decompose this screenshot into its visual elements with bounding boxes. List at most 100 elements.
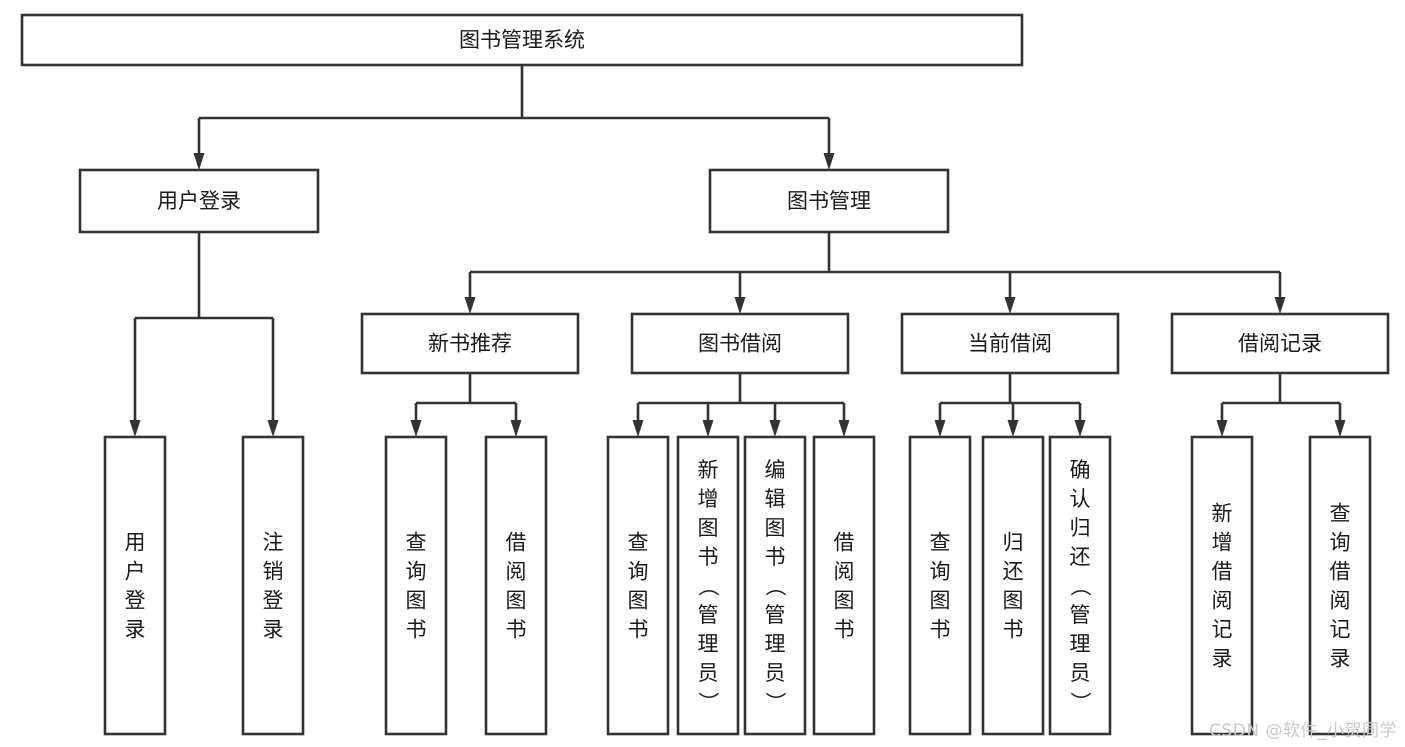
node-label-leaf-borrow-book-2-char-1: 阅 xyxy=(834,560,855,584)
arrowhead xyxy=(734,297,746,314)
node-boxes-group: 图书管理系统用户登录图书管理新书推荐图书借阅当前借阅借阅记录用户登录注销登录查询… xyxy=(20,13,1390,736)
node-box-new-book-recommend xyxy=(360,312,580,375)
node-label-leaf-edit-book-char-6: 理 xyxy=(765,632,786,656)
node-label-leaf-borrow-book-1-char-0: 借 xyxy=(506,531,527,555)
node-box-leaf-edit-book xyxy=(743,435,807,736)
node-label-leaf-query-record-char-5: 录 xyxy=(1330,647,1351,671)
node-label-new-book-recommend: 新书推荐 xyxy=(428,332,512,356)
node-label-leaf-confirm-return-char-0: 确 xyxy=(1070,458,1091,482)
arrowhead xyxy=(1074,420,1086,437)
node-label-leaf-edit-book-char-4: （ xyxy=(763,576,787,597)
node-label-leaf-borrow-book-2-char-0: 借 xyxy=(834,531,855,555)
node-label-leaf-query-book-3-char-1: 询 xyxy=(930,560,951,584)
arrowhead xyxy=(1216,420,1228,437)
node-label-leaf-query-book-3-char-2: 图 xyxy=(930,589,951,613)
node-label-leaf-edit-book-char-2: 图 xyxy=(765,516,786,540)
node-label-leaf-confirm-return-char-5: 管 xyxy=(1070,603,1091,627)
arrowhead xyxy=(193,153,205,170)
node-label-leaf-query-book-3-char-3: 书 xyxy=(930,618,951,642)
node-label-leaf-query-book-1-char-0: 查 xyxy=(406,531,427,555)
node-label-leaf-user-logout-char-0: 注 xyxy=(263,531,284,555)
node-label-leaf-query-book-3-char-0: 查 xyxy=(930,531,951,555)
node-label-leaf-return-book-char-0: 归 xyxy=(1003,531,1024,555)
node-box-root xyxy=(20,13,1024,67)
node-book-borrow: 图书借阅 xyxy=(630,312,850,375)
arrowhead xyxy=(838,420,850,437)
node-label-leaf-user-logout-char-2: 登 xyxy=(263,589,284,613)
connector-lines-group xyxy=(129,65,1346,437)
node-label-leaf-confirm-return-char-3: 还 xyxy=(1070,545,1091,569)
csdn-watermark: CSDN @软件_小贺同学 xyxy=(1209,721,1397,741)
arrowhead xyxy=(129,420,141,437)
arrowhead xyxy=(1007,420,1019,437)
node-box-book-manage xyxy=(708,168,950,234)
arrowhead xyxy=(702,420,714,437)
node-leaf-user-login: 用户登录 xyxy=(103,435,167,736)
arrowhead xyxy=(410,420,422,437)
node-label-leaf-user-login-char-3: 录 xyxy=(125,618,146,642)
arrowhead xyxy=(464,297,476,314)
node-label-leaf-edit-book-char-8: ） xyxy=(763,692,787,713)
node-box-leaf-confirm-return xyxy=(1048,435,1112,736)
arrowhead xyxy=(1004,297,1016,314)
node-label-leaf-confirm-return-char-7: 员 xyxy=(1070,661,1091,685)
node-label-leaf-user-logout-char-3: 录 xyxy=(263,618,284,642)
node-label-leaf-query-book-2-char-2: 图 xyxy=(628,589,649,613)
node-label-leaf-add-book-char-8: ） xyxy=(696,692,720,713)
node-root: 图书管理系统 xyxy=(20,13,1024,67)
node-label-leaf-borrow-book-1-char-3: 书 xyxy=(506,618,527,642)
arrowhead xyxy=(1274,297,1286,314)
node-borrow-record: 借阅记录 xyxy=(1170,312,1390,375)
node-label-leaf-add-book-char-1: 增 xyxy=(698,487,719,511)
arrowhead xyxy=(769,420,781,437)
arrowhead xyxy=(267,420,279,437)
node-box-leaf-user-login xyxy=(103,435,167,736)
node-new-book-recommend: 新书推荐 xyxy=(360,312,580,375)
node-label-leaf-user-logout-char-1: 销 xyxy=(263,560,284,584)
node-label-leaf-add-record-char-4: 记 xyxy=(1212,618,1233,642)
node-label-leaf-return-book-char-3: 书 xyxy=(1003,618,1024,642)
node-label-leaf-query-record-char-0: 查 xyxy=(1330,502,1351,526)
node-label-book-borrow: 图书借阅 xyxy=(698,332,782,356)
node-book-manage: 图书管理 xyxy=(708,168,950,234)
node-label-leaf-confirm-return-char-2: 归 xyxy=(1070,516,1091,540)
node-label-leaf-borrow-book-2-char-3: 书 xyxy=(834,618,855,642)
node-label-leaf-add-book-char-6: 理 xyxy=(698,632,719,656)
node-current-borrow: 当前借阅 xyxy=(900,312,1120,375)
node-label-leaf-confirm-return-char-4: （ xyxy=(1068,576,1092,597)
node-label-leaf-return-book-char-1: 还 xyxy=(1003,560,1024,584)
node-label-leaf-query-book-1-char-1: 询 xyxy=(406,560,427,584)
node-label-leaf-add-book-char-7: 员 xyxy=(698,661,719,685)
node-box-leaf-return-book xyxy=(981,435,1045,736)
node-label-leaf-query-record-char-1: 询 xyxy=(1330,531,1351,555)
node-label-leaf-add-record-char-0: 新 xyxy=(1212,502,1233,526)
node-box-user-login xyxy=(78,168,320,234)
node-label-borrow-record: 借阅记录 xyxy=(1238,332,1322,356)
node-label-leaf-add-record-char-5: 录 xyxy=(1212,647,1233,671)
arrowhead xyxy=(823,153,835,170)
node-label-leaf-query-record-char-2: 借 xyxy=(1330,560,1351,584)
node-box-leaf-user-logout xyxy=(241,435,305,736)
node-label-leaf-edit-book-char-5: 管 xyxy=(765,603,786,627)
node-label-leaf-add-record-char-3: 阅 xyxy=(1212,589,1233,613)
node-label-root: 图书管理系统 xyxy=(459,28,585,52)
node-label-leaf-add-book-char-4: （ xyxy=(696,576,720,597)
node-label-leaf-edit-book-char-1: 辑 xyxy=(765,487,786,511)
node-label-leaf-add-book-char-5: 管 xyxy=(698,603,719,627)
node-label-leaf-query-book-2-char-3: 书 xyxy=(628,618,649,642)
node-label-leaf-return-book-char-2: 图 xyxy=(1003,589,1024,613)
node-label-leaf-query-record-char-3: 阅 xyxy=(1330,589,1351,613)
node-label-leaf-add-book-char-3: 书 xyxy=(698,545,719,569)
node-label-leaf-borrow-book-2-char-2: 图 xyxy=(834,589,855,613)
node-user-login: 用户登录 xyxy=(78,168,320,234)
node-label-leaf-query-book-1-char-2: 图 xyxy=(406,589,427,613)
